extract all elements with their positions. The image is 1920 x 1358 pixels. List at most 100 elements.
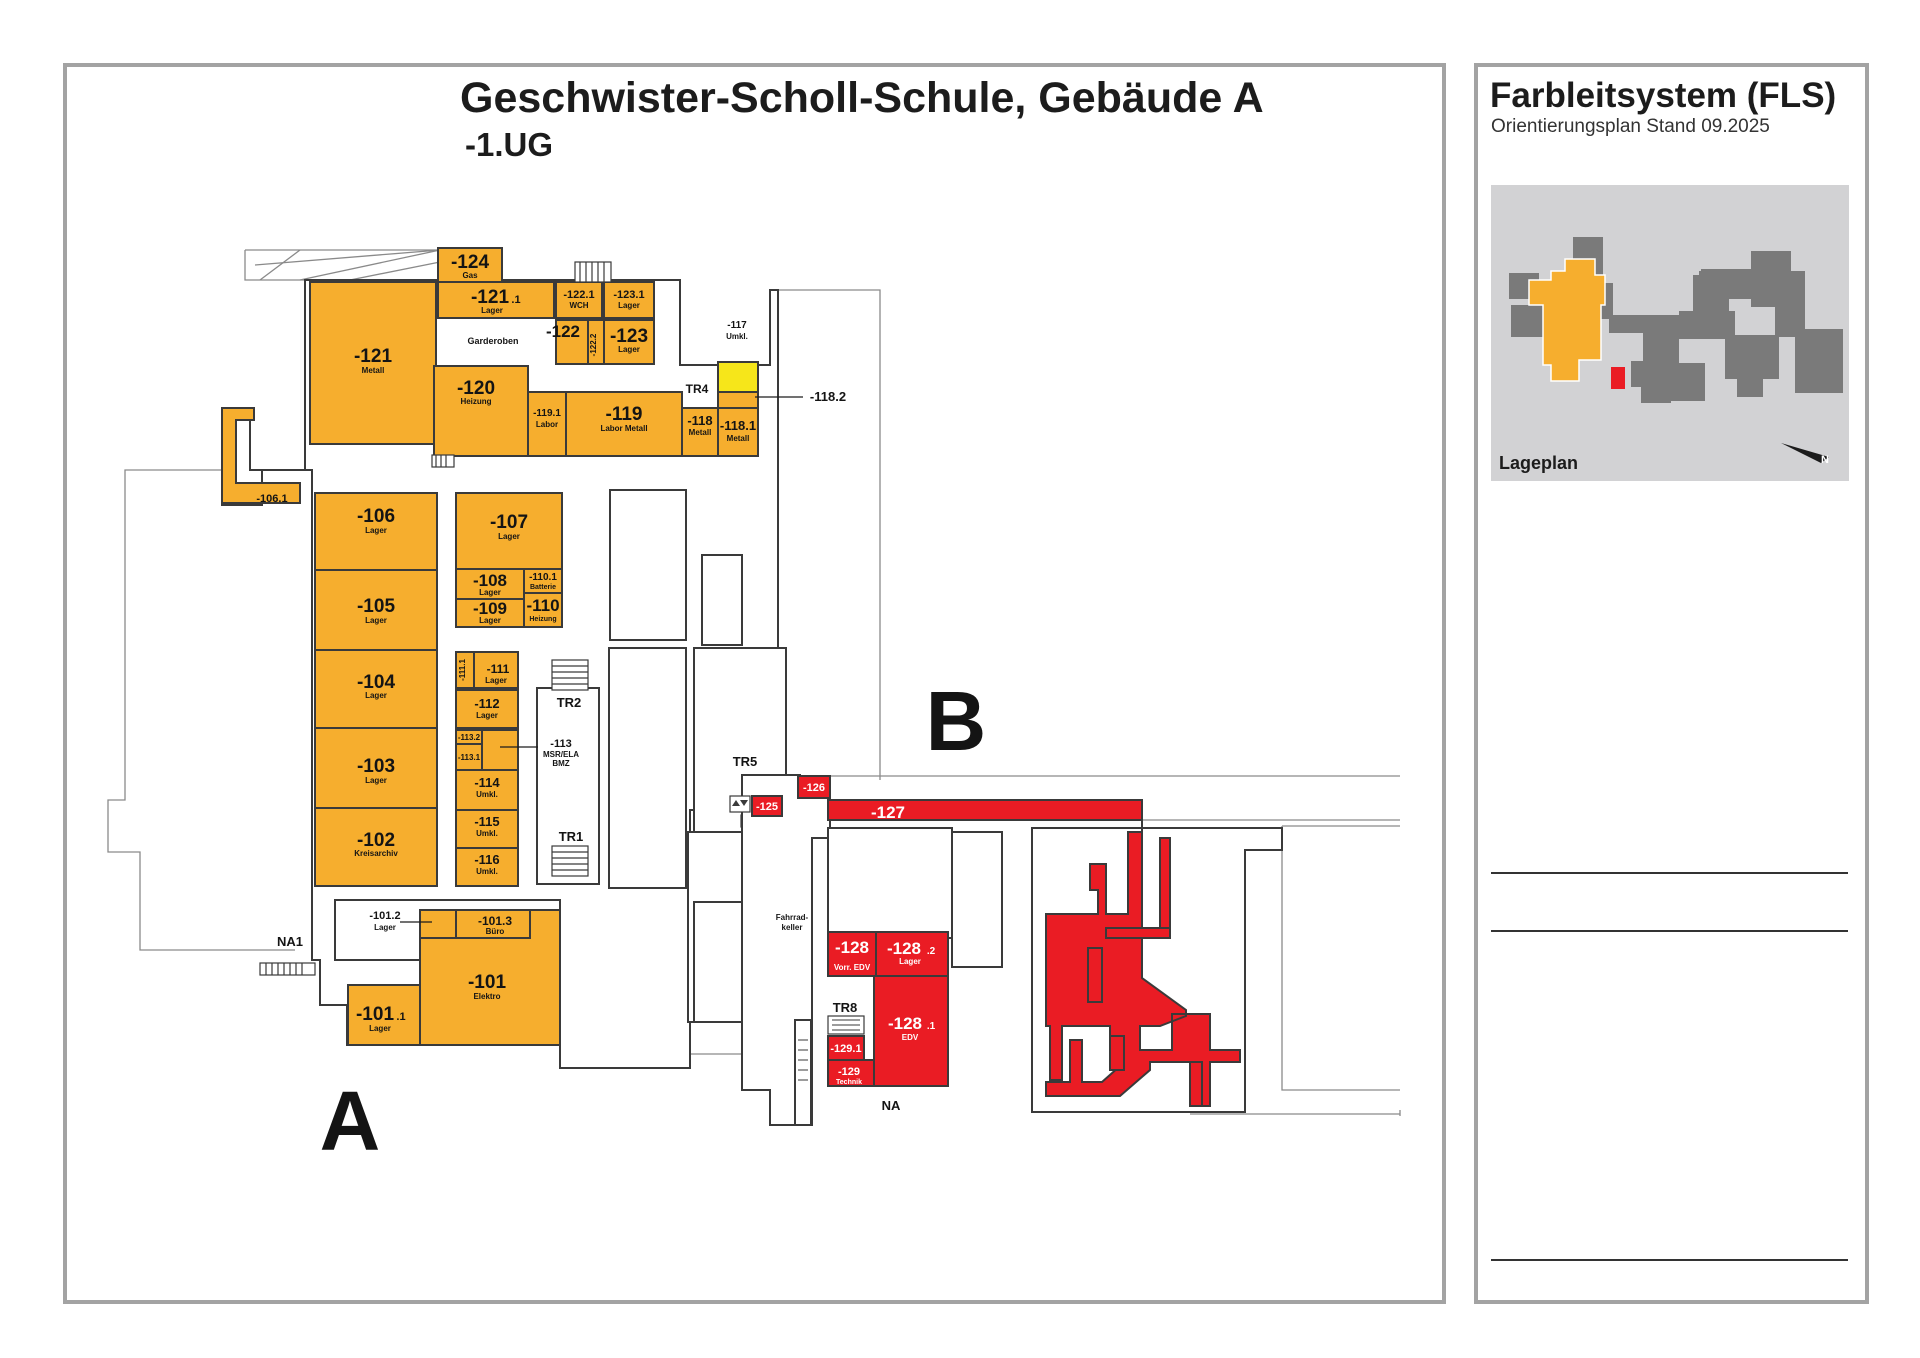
room-128-number: -128 <box>835 938 869 957</box>
room-101-number: -101 <box>468 972 506 993</box>
room-105-number: -105 <box>357 596 395 617</box>
room-103 <box>314 727 438 809</box>
site-plan: N Lageplan <box>1491 185 1849 481</box>
room-118-number: -118 <box>687 413 712 428</box>
room-129-name: Technik <box>836 1079 862 1086</box>
room-111-number: -111 <box>487 662 510 676</box>
room-107 <box>455 492 563 570</box>
room-128 <box>827 931 877 977</box>
room-128-1-number: -128 <box>888 1014 922 1033</box>
room-102-name: Kreisarchiv <box>354 849 398 858</box>
room-112 <box>455 689 519 729</box>
room-118-1-name: Metall <box>727 434 750 443</box>
room-102-number: -102 <box>357 830 395 851</box>
room-101-2-number: -101.2 <box>369 910 400 922</box>
room-labels: -124 Gas -121 .1 Lager -122.1 WCH -123.1… <box>256 252 935 1113</box>
room-122-1 <box>555 281 603 319</box>
stair-tr4-label: TR4 <box>686 382 709 396</box>
room-128-2-sub: .2 <box>927 946 936 957</box>
room-101-3 <box>455 909 531 939</box>
room-117 <box>717 361 759 393</box>
room-125-number: -125 <box>756 801 778 813</box>
garderoben-label: Garderoben <box>467 336 518 346</box>
room-110-1 <box>523 568 563 594</box>
room-119-1-name: Labor <box>536 420 558 429</box>
room-104 <box>314 649 438 729</box>
room-128-name: Vorr. EDV <box>834 963 871 972</box>
room-128-1-name: EDV <box>902 1033 919 1042</box>
room-117-number: -117 <box>727 320 747 331</box>
room-110-1-name: Batterie <box>530 584 556 591</box>
room-109 <box>455 598 525 628</box>
room-121-number: -121 <box>354 346 392 367</box>
room-106-number: -106 <box>357 506 395 527</box>
room-129-1-number: -129.1 <box>830 1043 861 1055</box>
fahrradkeller-label: Fahrrad- <box>776 913 809 922</box>
site-plan-graphic: N Lageplan <box>1499 237 1843 473</box>
room-121-1-number: -121 <box>471 287 509 308</box>
room-121-name: Metall <box>362 366 385 375</box>
room-123-1-name: Lager <box>618 301 640 310</box>
floor-label: -1.UG <box>465 126 554 163</box>
exit-na1-label: NA1 <box>277 934 303 949</box>
room-121-1 <box>437 281 555 319</box>
room-101-1-name: Lager <box>369 1024 391 1033</box>
room-112-name: Lager <box>476 711 498 720</box>
room-113-name: MSR/ELA <box>543 750 579 759</box>
room-123 <box>603 319 655 365</box>
room-126 <box>797 775 831 799</box>
room-125 <box>751 795 783 817</box>
north-arrow-icon <box>1781 443 1829 463</box>
room-111-name: Lager <box>485 676 507 685</box>
room-101-1-number: -101 <box>356 1004 394 1025</box>
stair-tr5-label: TR5 <box>733 754 758 769</box>
room-102 <box>314 807 438 887</box>
room-104-name: Lager <box>365 691 387 700</box>
room-122-1-number: -122.1 <box>563 289 594 301</box>
fahrradkeller-label-2: keller <box>782 923 803 932</box>
room-120 <box>433 365 529 457</box>
room-128-1 <box>873 975 949 1087</box>
room-109-number: -109 <box>473 599 507 618</box>
room-118-1-number: -118.1 <box>720 418 756 433</box>
room-124-number: -124 <box>451 252 489 273</box>
room-118-2 <box>717 391 759 409</box>
room-120-number: -120 <box>457 378 495 399</box>
signature-line <box>1491 1259 1848 1261</box>
room-101-2 <box>419 909 457 939</box>
legend-subtitle: Orientierungsplan Stand 09.2025 <box>1491 116 1770 137</box>
stair-tr8-label: TR8 <box>833 1000 858 1015</box>
room-113 <box>481 729 519 771</box>
room-101-3-number: -101.3 <box>478 914 512 928</box>
room-105-name: Lager <box>365 616 387 625</box>
room-118-1 <box>717 407 759 457</box>
room-110-number: -110 <box>526 596 559 615</box>
room-122-1-name: WCH <box>569 301 588 310</box>
room-113-extra: BMZ <box>552 759 569 768</box>
room-122-2-number: -122.2 <box>589 333 598 356</box>
room-111 <box>473 651 519 689</box>
room-103-number: -103 <box>357 756 395 777</box>
room-107-name: Lager <box>498 532 520 541</box>
room-105 <box>314 569 438 651</box>
exit-na-label: NA <box>882 1098 901 1113</box>
room-112-number: -112 <box>474 696 499 711</box>
building-a-letter: A <box>320 1074 381 1168</box>
building-b-rooms <box>751 775 949 1087</box>
room-115-number: -115 <box>474 814 499 829</box>
legend-title: Farbleitsystem (FLS) <box>1490 76 1837 115</box>
signature-line <box>1491 930 1848 932</box>
room-129 <box>827 1059 875 1087</box>
room-106-1-corridor <box>221 407 301 504</box>
room-115-name: Umkl. <box>476 829 498 838</box>
room-114-number: -114 <box>474 775 500 790</box>
room-129-1 <box>827 1035 865 1061</box>
room-113-1-number: -113.1 <box>458 753 481 762</box>
room-124-name: Gas <box>462 271 478 280</box>
room-117-name: Umkl. <box>726 332 748 341</box>
room-116 <box>455 847 519 887</box>
room-101-1 <box>347 984 421 1046</box>
room-123-name: Lager <box>618 345 640 354</box>
room-121-1-name: Lager <box>481 306 503 315</box>
room-106-1-number: -106.1 <box>256 493 287 505</box>
